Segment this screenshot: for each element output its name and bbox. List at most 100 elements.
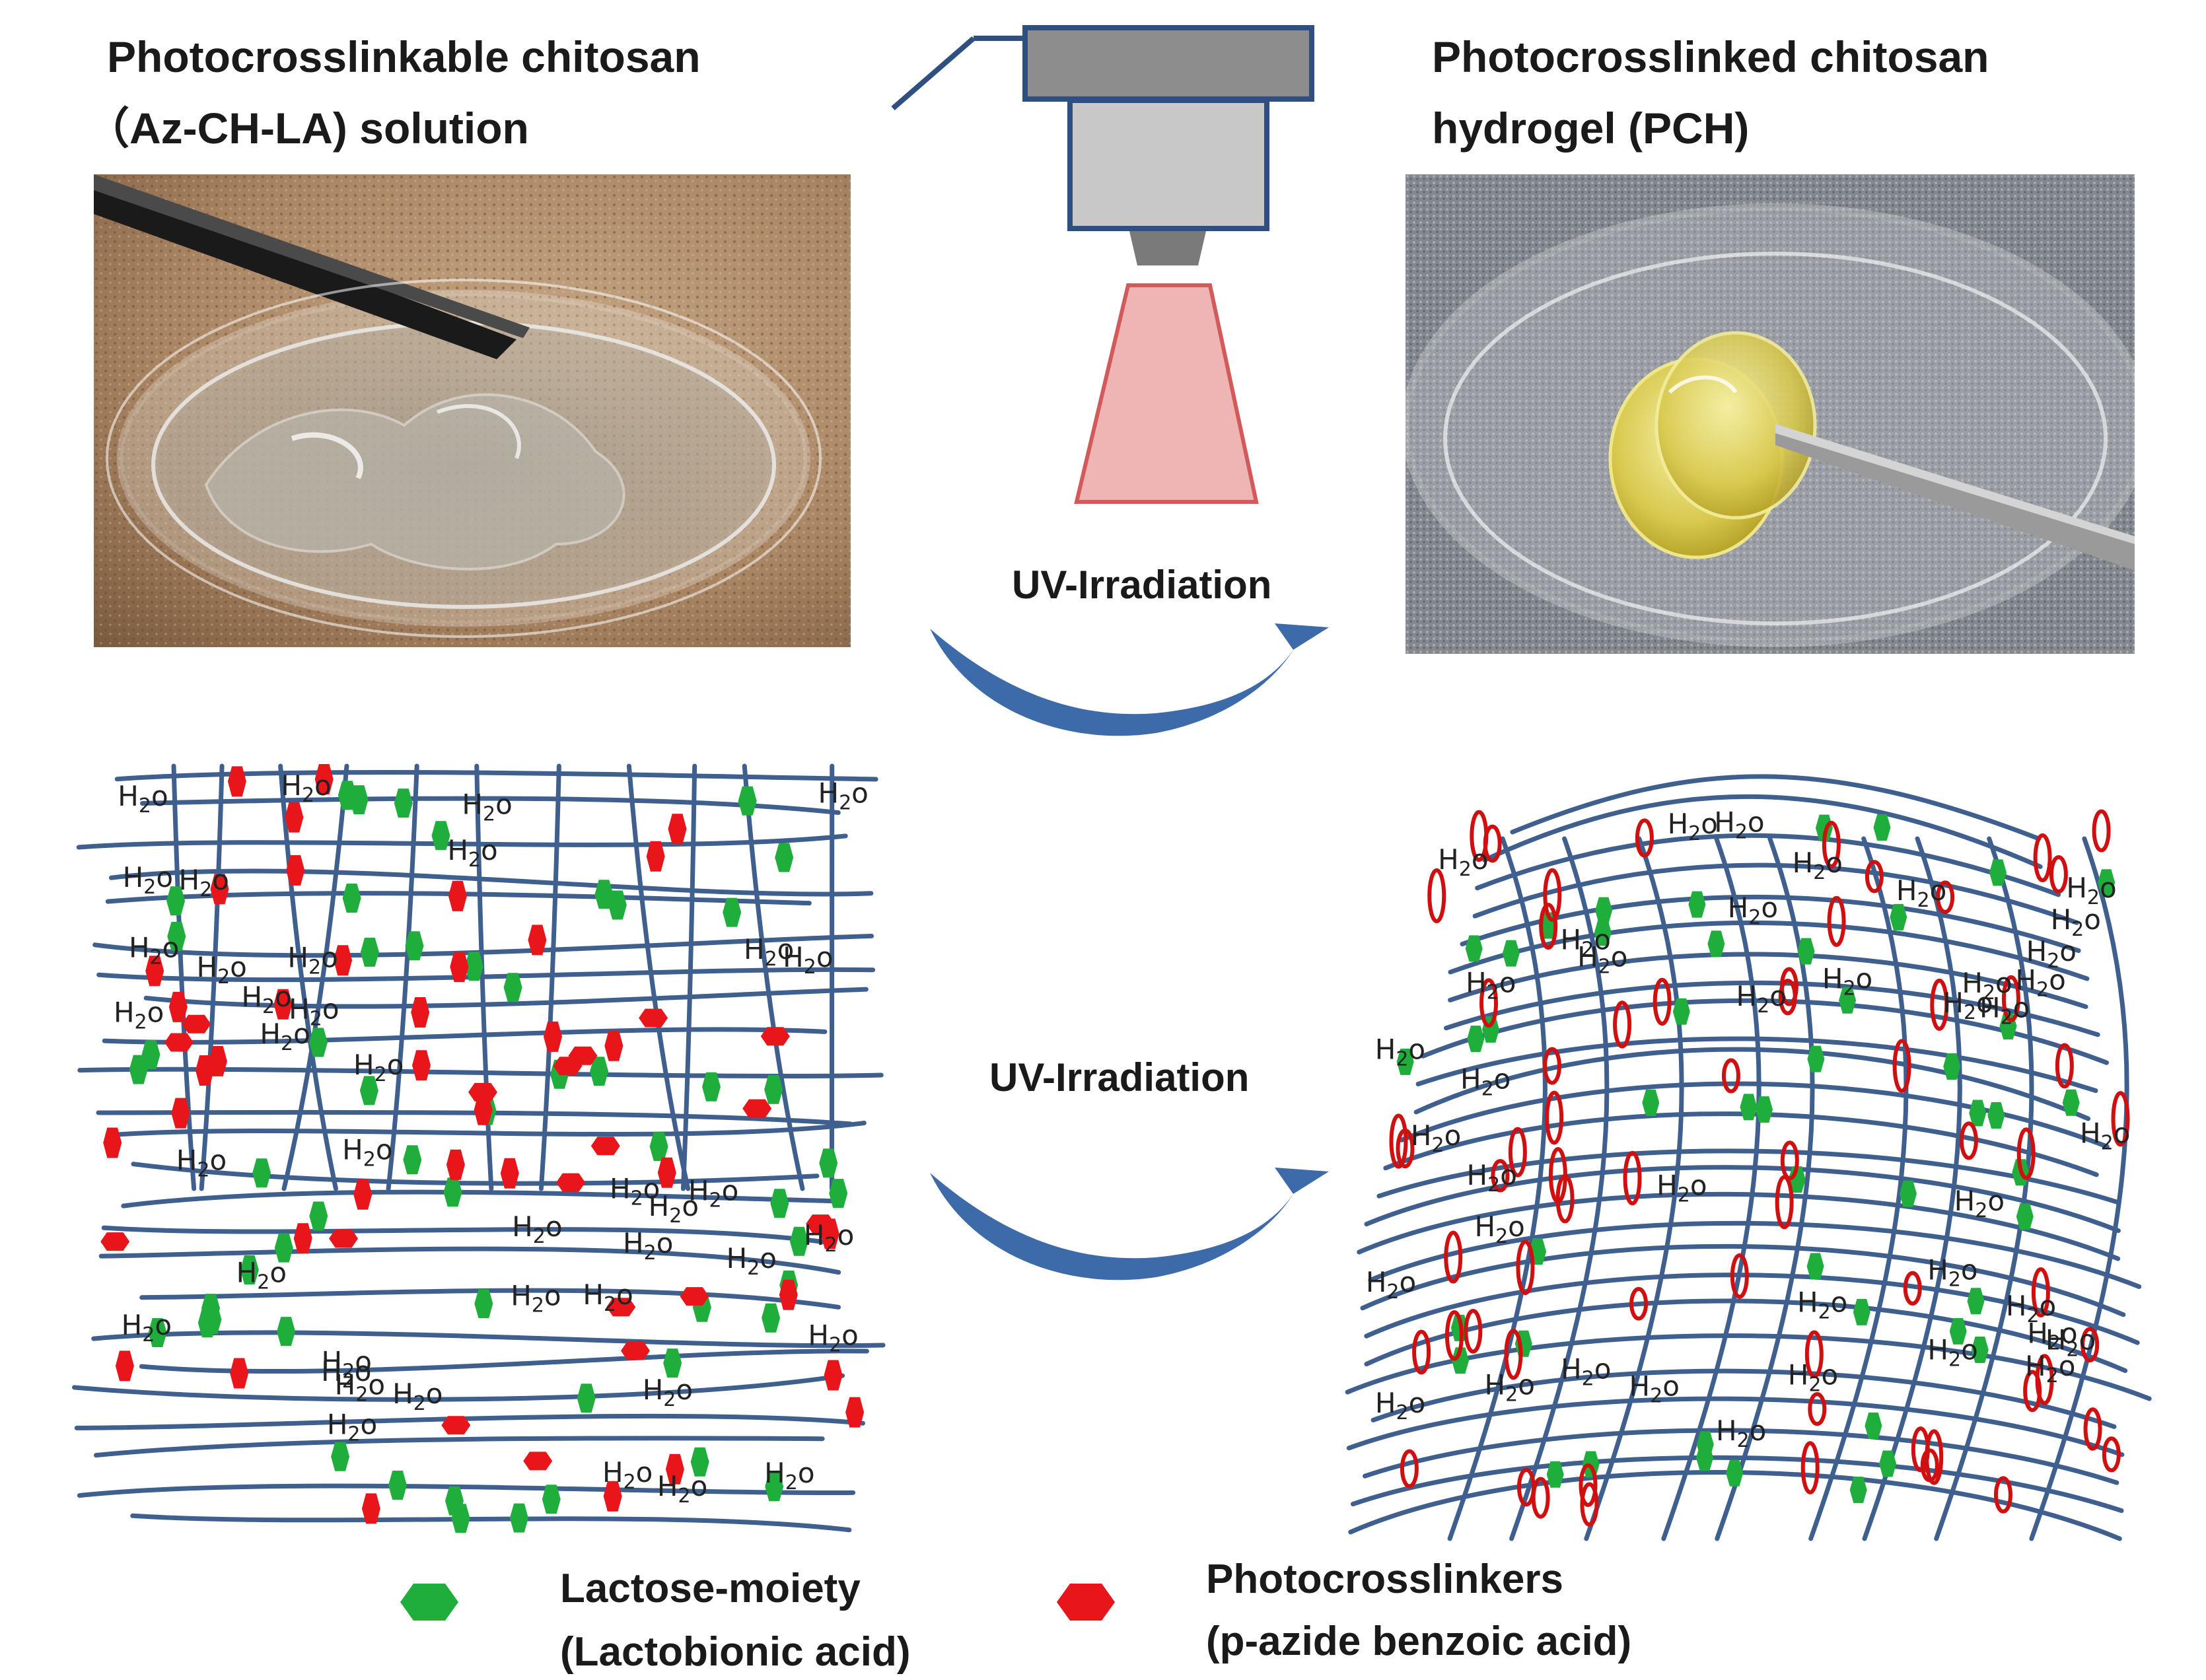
polymer-chain: [199, 763, 225, 1191]
lactose-moiety: [1987, 1102, 2005, 1129]
lactose-moiety: [1890, 903, 1907, 930]
polymer-chain: [130, 1513, 852, 1533]
water-label: H2o: [583, 1278, 633, 1316]
water-label: H2o: [1822, 963, 1872, 1000]
crosslink-site: [1543, 868, 1562, 923]
crosslink-site: [2035, 1354, 2054, 1405]
lactose-moiety: [1546, 1461, 1564, 1488]
crosslinker: [556, 1173, 586, 1192]
lactose-moiety: [331, 1442, 350, 1471]
polymer-chain: [1482, 794, 2043, 869]
crosslink-site: [1635, 818, 1654, 858]
crosslinker: [646, 841, 665, 872]
polymer-chain: [74, 1413, 865, 1430]
crosslink-site: [1993, 1476, 2012, 1514]
lactose-moiety: [509, 1503, 528, 1533]
crosslinker: [760, 1027, 790, 1046]
water-label: H2o: [327, 1408, 377, 1446]
crosslinker: [273, 989, 293, 1020]
lactose-moiety: [1815, 814, 1833, 841]
crosslinker: [500, 1158, 519, 1189]
crosslinker: [411, 997, 430, 1028]
water-label: H2o: [1375, 1033, 1425, 1071]
crosslink-site: [1479, 978, 1499, 1028]
polymer-chain: [281, 763, 349, 1191]
crosslink-site: [1531, 1477, 1550, 1519]
polymer-chain: [102, 1027, 828, 1045]
water-label: H2o: [342, 1134, 392, 1172]
water-label: H2o: [1793, 847, 1843, 884]
water-label: H2o: [1466, 967, 1516, 1004]
crosslink-site: [1543, 1047, 1562, 1085]
polymer-chain: [77, 1483, 856, 1498]
water-label: H2o: [1656, 1169, 1707, 1207]
lactose-moiety: [1452, 1347, 1469, 1374]
crosslinker: [293, 1223, 312, 1254]
water-label: H2o: [2025, 1350, 2075, 1387]
water-label: H2o: [2006, 1290, 2056, 1327]
lactose-moiety: [1839, 987, 1857, 1014]
water-label: H2o: [241, 981, 291, 1018]
crosslink-site: [1865, 860, 1884, 893]
polymer-chain: [91, 1330, 886, 1348]
crosslink-site: [1444, 1230, 1463, 1284]
crosslinker: [100, 1232, 130, 1251]
crosslinker: [446, 1149, 465, 1180]
polymer-chain: [1413, 1047, 2091, 1121]
crosslinker: [604, 1030, 623, 1061]
polymer-chain: [1808, 836, 1909, 1541]
lactose-moiety: [1949, 1317, 1967, 1345]
water-label: H2o: [236, 1256, 287, 1294]
lactose-moiety: [360, 937, 379, 967]
crosslink-site: [1548, 1146, 1567, 1204]
water-label: H2o: [511, 1279, 561, 1317]
crosslink-site: [1491, 1159, 1510, 1193]
water-label: H2o: [447, 834, 497, 872]
uv-label-bottom: UV-Irradiation: [989, 1055, 1250, 1100]
lactose-moiety: [770, 1189, 789, 1218]
water-label: H2o: [1979, 991, 2030, 1029]
water-label: H2o: [1927, 1333, 1977, 1371]
water-label: H2o: [1411, 1119, 1461, 1157]
lactose-moiety: [274, 1233, 293, 1263]
lactose-moiety: [403, 1145, 422, 1175]
lactose-moiety: [2098, 869, 2116, 896]
polymer-chain: [1584, 836, 1684, 1541]
crosslink-site: [1780, 1140, 1799, 1181]
lactose-moiety: [166, 886, 186, 916]
lactose-moiety: [167, 921, 186, 951]
crosslink-site: [2031, 1267, 2050, 1317]
lactose-moiety: [1807, 1045, 1825, 1072]
crosslinker: [441, 1416, 471, 1435]
lactose-moiety: [201, 1294, 220, 1323]
lactose-moiety: [2062, 1089, 2080, 1116]
lactose-moiety: [1726, 1459, 1744, 1487]
crosslinker: [103, 1127, 122, 1158]
polymer-chain: [1447, 836, 1548, 1541]
crosslink-site: [1483, 824, 1502, 863]
water-label: H2o: [335, 1369, 385, 1407]
left-photo: [94, 174, 851, 647]
polymer-chain: [1862, 836, 1962, 1541]
crosslinker: [742, 1099, 772, 1118]
crosslinker: [657, 1157, 676, 1188]
crosslinker: [171, 1098, 190, 1129]
polymer-chain: [1415, 1036, 2098, 1094]
water-label: H2o: [2066, 872, 2116, 909]
crosslinker: [208, 1045, 227, 1076]
crosslink-site: [1778, 979, 1797, 1016]
crosslink-site: [1775, 1175, 1794, 1230]
water-label: H2o: [1561, 924, 1611, 962]
polymer-chain: [139, 1348, 869, 1374]
crosslink-site: [2016, 1127, 2036, 1180]
crosslinker: [523, 1452, 553, 1471]
polymer-chain: [1509, 836, 1610, 1541]
water-label: H2o: [1629, 1370, 1680, 1407]
water-label: H2o: [744, 933, 794, 971]
lactose-moiety: [309, 1201, 328, 1231]
lactose-moiety: [1707, 930, 1725, 958]
lactose-moiety: [594, 880, 614, 909]
lactose-moiety: [405, 931, 424, 961]
crosslinker: [544, 1021, 562, 1052]
